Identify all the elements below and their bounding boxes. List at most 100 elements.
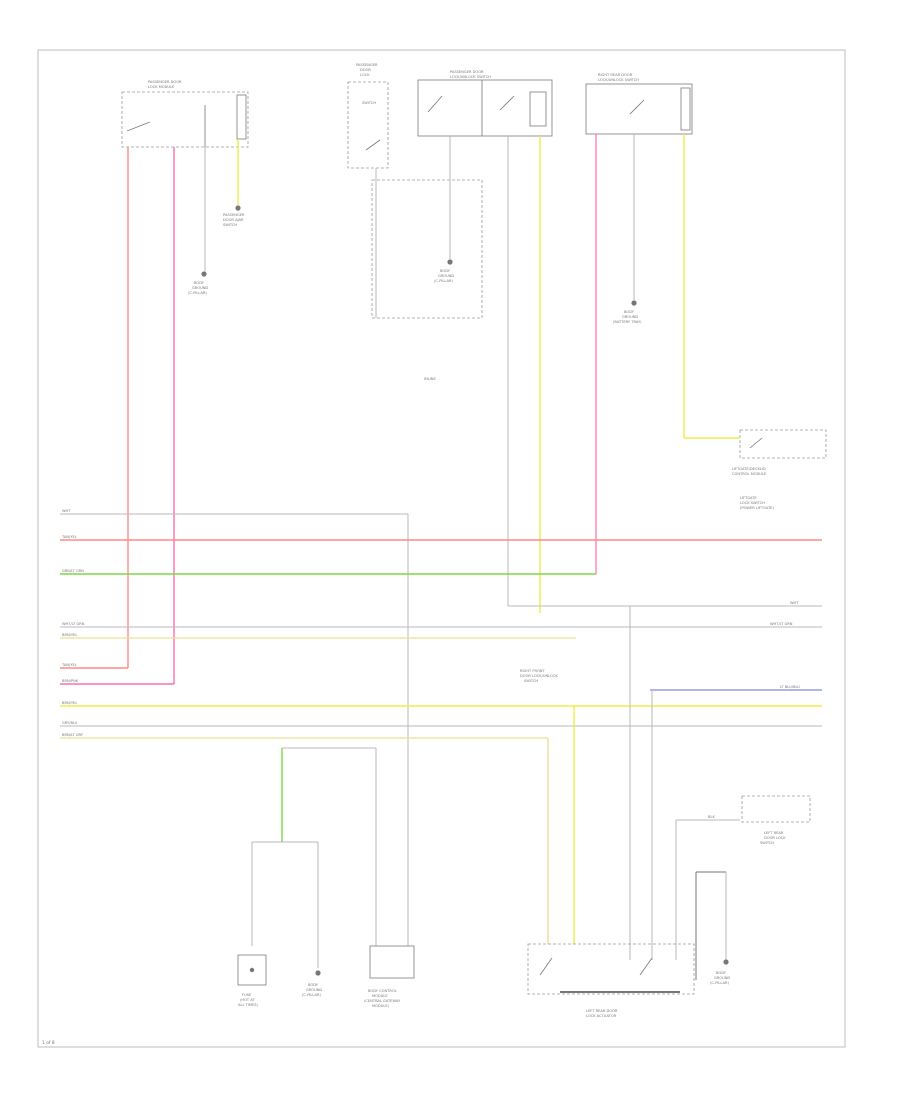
passenger-door-lock-unlock-switch: PASSENGER DOOR LOCK/UNLOCK SWITCH: [417, 70, 553, 137]
fuse-component: FUSE (HOT AT ALL TIMES): [237, 954, 267, 1007]
wire-label-5: WHT/LT GRN: [62, 622, 85, 626]
svg-text:LOCK/UNLOCK SWITCH: LOCK/UNLOCK SWITCH: [598, 78, 639, 82]
ground-3: BODY GROUND (BATTERY TRAY): [613, 300, 642, 324]
svg-text:GROUND: GROUND: [306, 988, 322, 992]
lock-sw-border: [347, 81, 389, 169]
svg-text:(C-PILLAR): (C-PILLAR): [710, 981, 729, 985]
svg-text:SWITCH: SWITCH: [760, 841, 774, 845]
svg-text:PASSENGER: PASSENGER: [223, 213, 245, 217]
wire-label-1: WHT: [62, 509, 71, 513]
wire-label-11: BRN/LT GRY: [62, 733, 84, 737]
svg-text:BODY: BODY: [194, 281, 205, 285]
svg-text:ALL TIMES): ALL TIMES): [238, 1003, 259, 1007]
svg-text:GROUND: GROUND: [714, 976, 730, 980]
svg-text:DOOR AJAR: DOOR AJAR: [223, 218, 244, 222]
ground-5: BODY GROUND (C-PILLAR): [710, 959, 730, 985]
svg-text:BODY: BODY: [716, 971, 727, 975]
wire-label-14: WHT/LT GRN: [770, 622, 793, 626]
passenger-door-ajar-switch: PASSENGER DOOR AJAR SWITCH: [223, 205, 245, 227]
ground-icon: [447, 259, 453, 265]
left-rear-door-lock-switch: LEFT REAR DOOR LOCK SWITCH: [741, 795, 811, 845]
actuator-border: [527, 943, 695, 995]
svg-text:LIFTGATE: LIFTGATE: [740, 496, 757, 500]
wire-label-7: TAN/YEL: [61, 663, 77, 667]
pdm-border: [121, 91, 249, 148]
inline-region: [371, 179, 483, 319]
svg-text:(POWER LIFTGATE): (POWER LIFTGATE): [740, 506, 775, 510]
wire-label-13: BLK: [708, 815, 715, 819]
svg-text:(C-PILLAR): (C-PILLAR): [302, 993, 321, 997]
svg-text:BODY CONTROL: BODY CONTROL: [368, 989, 397, 993]
right-rear-door-lock-switch: RIGHT REAR DOOR LOCK/UNLOCK SWITCH: [585, 73, 693, 135]
svg-text:LOCK/UNLOCK SWITCH: LOCK/UNLOCK SWITCH: [450, 75, 491, 79]
svg-text:(C-PILLAR): (C-PILLAR): [188, 291, 207, 295]
passenger-door-lock-module: PASSENGER DOOR LOCK MODULE: [121, 80, 249, 148]
liftgate-control-module: LIFTGATE/DECKLID CONTROL MODULE LIFTGATE…: [732, 429, 827, 510]
ground-icon: [201, 271, 207, 277]
svg-text:(C-PILLAR): (C-PILLAR): [434, 279, 453, 283]
ground-1: BODY GROUND (C-PILLAR): [188, 271, 208, 295]
svg-text:BODY: BODY: [624, 310, 635, 314]
left-rear-door-lock-actuator: LEFT REAR DOOR LOCK ACTUATOR: [527, 943, 695, 1018]
svg-text:LIFTGATE/DECKLID: LIFTGATE/DECKLID: [732, 467, 766, 471]
right-front-door-switch: RIGHT FRONT DOOR LOCK/UNLOCK SWITCH: [520, 669, 558, 683]
wire-label-10: GRY/BLU: [62, 721, 78, 725]
wire-label-3: GRN/LT GRN: [62, 569, 84, 573]
diagram-frame: [37, 49, 846, 1048]
svg-text:MODULE: MODULE: [372, 994, 388, 998]
fuse-box: [237, 954, 267, 986]
svg-text:RIGHT FRONT: RIGHT FRONT: [520, 669, 545, 673]
ground-icon: [631, 300, 637, 306]
svg-text:DOOR LOCK/UNLOCK: DOOR LOCK/UNLOCK: [520, 674, 558, 678]
svg-text:LEFT REAR: LEFT REAR: [764, 831, 784, 835]
svg-text:BODY: BODY: [440, 269, 451, 273]
ground-2: BODY GROUND (C-PILLAR): [434, 259, 454, 283]
wire-label-2: TAN/YEL: [61, 535, 77, 539]
svg-text:DOOR: DOOR: [360, 68, 371, 72]
svg-text:LEFT REAR DOOR: LEFT REAR DOOR: [586, 1009, 618, 1013]
pdm-connector: [236, 94, 247, 140]
ground-4: BODY GROUND (C-PILLAR): [302, 970, 322, 997]
body-control-module: BODY CONTROL MODULE (CENTRAL GATEWAY MOD…: [364, 945, 415, 1008]
svg-text:MODULE): MODULE): [372, 1004, 390, 1008]
svg-text:GROUND: GROUND: [438, 274, 454, 278]
wire-label-9: BRN/YEL: [62, 701, 77, 705]
ground-icon: [723, 959, 729, 965]
inline-label: INLINE: [424, 377, 436, 381]
svg-text:GROUND: GROUND: [192, 286, 208, 290]
svg-text:RIGHT REAR DOOR: RIGHT REAR DOOR: [598, 73, 633, 77]
rear-door-box: [585, 83, 693, 135]
svg-text:PASSENGER DOOR: PASSENGER DOOR: [450, 70, 484, 74]
svg-text:SWITCH: SWITCH: [524, 679, 538, 683]
svg-text:(CENTRAL GATEWAY: (CENTRAL GATEWAY: [364, 999, 401, 1003]
passenger-door-lock-switch: PASSENGER DOOR LOCK SWITCH: [347, 63, 389, 169]
pdm-title: PASSENGER DOOR: [148, 80, 182, 84]
svg-text:LOCK: LOCK: [360, 73, 370, 77]
pdm-sub: LOCK MODULE: [148, 85, 175, 89]
lower-wires: [251, 606, 740, 980]
svg-text:GROUND: GROUND: [622, 315, 638, 319]
ground-icon: [315, 970, 321, 976]
svg-text:SWITCH: SWITCH: [223, 223, 237, 227]
pdm-switch: [126, 121, 151, 132]
svg-text:DOOR LOCK: DOOR LOCK: [764, 836, 786, 840]
wire-label-12: LT BLU/BLU: [780, 685, 800, 689]
bcm-box: [369, 945, 415, 979]
wire-label-4: WHT: [790, 601, 799, 605]
svg-text:LOCK ACTUATOR: LOCK ACTUATOR: [586, 1014, 617, 1018]
svg-text:(HOT AT: (HOT AT: [240, 998, 255, 1002]
liftgate-border: [739, 429, 827, 459]
figure-number: 1 of 8: [42, 1040, 55, 1046]
svg-text:BODY: BODY: [308, 983, 319, 987]
svg-text:FUSE: FUSE: [242, 993, 252, 997]
wire-label-8: BRN/PNK: [62, 679, 79, 683]
svg-text:CONTROL MODULE: CONTROL MODULE: [732, 472, 767, 476]
bus-wires: WHT TAN/YEL GRN/LT GRN WHT WHT/LT GRN WH…: [60, 509, 822, 739]
upper-vertical-wires: [127, 134, 740, 946]
svg-text:(BATTERY TRAY): (BATTERY TRAY): [613, 320, 642, 324]
svg-text:SWITCH: SWITCH: [362, 101, 376, 105]
wire-label-6: BRN/YEL: [62, 633, 77, 637]
svg-text:PASSENGER: PASSENGER: [356, 63, 378, 67]
lr-lock-sw-border: [741, 795, 811, 823]
